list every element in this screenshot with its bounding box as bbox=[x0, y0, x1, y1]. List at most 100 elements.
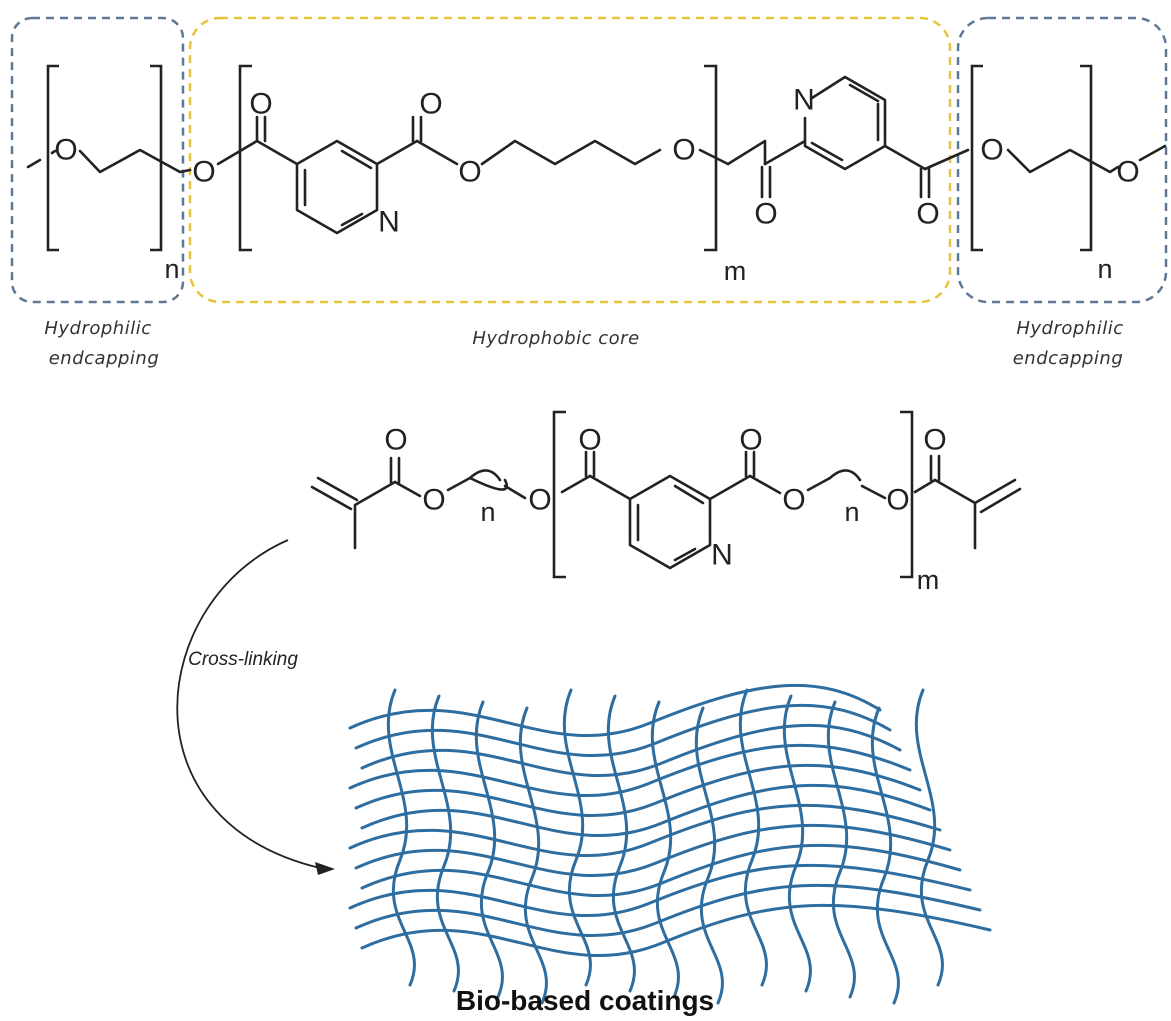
cross-linking-label: Cross-linking bbox=[188, 649, 298, 670]
bond bbox=[748, 474, 782, 495]
carbonyl-double-bond bbox=[929, 454, 941, 482]
network-fiber-vertical bbox=[518, 706, 548, 1005]
right-endcap-label-line2: endcapping bbox=[1013, 348, 1124, 369]
hydrophobic-core-box bbox=[188, 16, 952, 304]
atom-oxygen: O bbox=[980, 134, 1003, 167]
bond bbox=[353, 480, 397, 550]
right-hydrophilic-box bbox=[956, 16, 1168, 304]
atom-oxygen: O bbox=[782, 484, 805, 517]
hydrophobic-core-label: Hydrophobic core bbox=[472, 328, 639, 349]
network-fiber-vertical bbox=[738, 688, 768, 987]
bracket-open bbox=[552, 410, 566, 579]
atom-nitrogen: N bbox=[793, 84, 815, 117]
bond bbox=[698, 148, 730, 166]
network-fiber-horizontal bbox=[348, 743, 912, 798]
bracket-left-close bbox=[150, 64, 163, 252]
network-fiber-vertical bbox=[694, 706, 724, 1005]
carbonyl-double-bond bbox=[411, 115, 423, 143]
bond bbox=[1138, 144, 1167, 162]
atom-oxygen: O bbox=[192, 156, 215, 189]
carbonyl-double-bond bbox=[744, 450, 756, 478]
network-fiber-vertical bbox=[606, 694, 636, 993]
subscript-n: n bbox=[844, 497, 859, 527]
network-fiber-horizontal bbox=[354, 823, 952, 878]
bond bbox=[446, 476, 472, 492]
network-fiber-vertical bbox=[870, 706, 900, 1005]
subscript-n: n bbox=[164, 254, 179, 284]
network-fiber-vertical bbox=[474, 700, 504, 999]
bond bbox=[1006, 148, 1120, 174]
left-hydrophilic-box bbox=[10, 16, 185, 304]
carbonyl-double-bond bbox=[584, 450, 596, 478]
atom-nitrogen: N bbox=[711, 539, 733, 572]
bond bbox=[860, 484, 887, 500]
bond bbox=[415, 139, 459, 166]
atom-oxygen: O bbox=[384, 424, 407, 457]
atom-oxygen: O bbox=[458, 156, 481, 189]
vinyl-bonds bbox=[933, 478, 1022, 550]
ring-double-bonds bbox=[810, 83, 880, 162]
subscript-m: m bbox=[724, 256, 747, 286]
bond bbox=[806, 476, 832, 492]
bracket-close bbox=[900, 410, 914, 579]
bracket-right-close bbox=[1080, 64, 1093, 252]
subscript-n: n bbox=[480, 497, 495, 527]
network-fiber-vertical bbox=[650, 700, 680, 999]
network-fiber-horizontal bbox=[348, 863, 972, 918]
cross-linking-arrow bbox=[176, 539, 321, 869]
atom-oxygen: O bbox=[422, 484, 445, 517]
vinyl-double-bond bbox=[310, 476, 359, 511]
atom-nitrogen: N bbox=[378, 206, 400, 239]
network-fiber-vertical bbox=[386, 688, 416, 987]
atom-oxygen: O bbox=[916, 198, 939, 231]
bond bbox=[216, 139, 259, 166]
atom-oxygen: O bbox=[54, 134, 77, 167]
subscript-n: n bbox=[1097, 254, 1112, 284]
dimethacrylate-structure: O O O O N O O O O n n m bbox=[310, 410, 1022, 595]
atom-oxygen: O bbox=[754, 198, 777, 231]
spacer-paren bbox=[828, 469, 862, 482]
carbonyl-double-bond bbox=[255, 115, 267, 143]
network-fiber-horizontal bbox=[360, 903, 992, 958]
network-fiber-horizontal bbox=[354, 703, 892, 758]
bond bbox=[393, 480, 422, 498]
left-endcap-label-line1: Hydrophilic bbox=[44, 318, 151, 339]
spacer-paren bbox=[468, 469, 508, 491]
network-fiber-vertical bbox=[430, 694, 460, 993]
carbonyl-double-bond bbox=[760, 165, 772, 199]
atom-oxygen: O bbox=[528, 484, 551, 517]
bond bbox=[503, 484, 527, 500]
pyridine-ring bbox=[588, 474, 712, 570]
network-fiber-horizontal bbox=[348, 803, 942, 858]
atom-oxygen: O bbox=[923, 424, 946, 457]
network-fiber-vertical bbox=[782, 694, 812, 993]
bond bbox=[255, 139, 299, 166]
atom-oxygen: O bbox=[739, 424, 762, 457]
network-fiber-vertical bbox=[914, 688, 944, 987]
left-endcap-label-line2: endcapping bbox=[49, 348, 160, 369]
network-fiber-horizontal bbox=[360, 783, 932, 838]
ring-double-bonds bbox=[303, 149, 373, 227]
atom-oxygen: O bbox=[419, 88, 442, 121]
atom-oxygen: O bbox=[672, 134, 695, 167]
bracket-core-open bbox=[238, 64, 252, 252]
bond bbox=[78, 148, 192, 174]
pyridine-ring bbox=[295, 139, 379, 235]
atom-oxygen: O bbox=[578, 424, 601, 457]
bond bbox=[923, 148, 970, 171]
ring-double-bonds bbox=[636, 484, 705, 562]
bond bbox=[913, 478, 937, 494]
bond bbox=[375, 139, 419, 166]
atom-oxygen: O bbox=[249, 88, 272, 121]
network-fiber-vertical bbox=[826, 700, 856, 999]
right-endcap-label-line1: Hydrophilic bbox=[1016, 318, 1123, 339]
bond bbox=[726, 139, 767, 166]
bracket-right-open bbox=[970, 64, 983, 252]
arrowhead-icon bbox=[315, 862, 335, 875]
bond bbox=[480, 139, 662, 166]
top-polymer-structure: O O O N O O O O N O O O n m n bbox=[26, 64, 1167, 286]
network-fiber-horizontal bbox=[360, 723, 902, 778]
carbonyl-double-bond bbox=[919, 167, 931, 199]
network-fiber-vertical bbox=[562, 688, 592, 987]
